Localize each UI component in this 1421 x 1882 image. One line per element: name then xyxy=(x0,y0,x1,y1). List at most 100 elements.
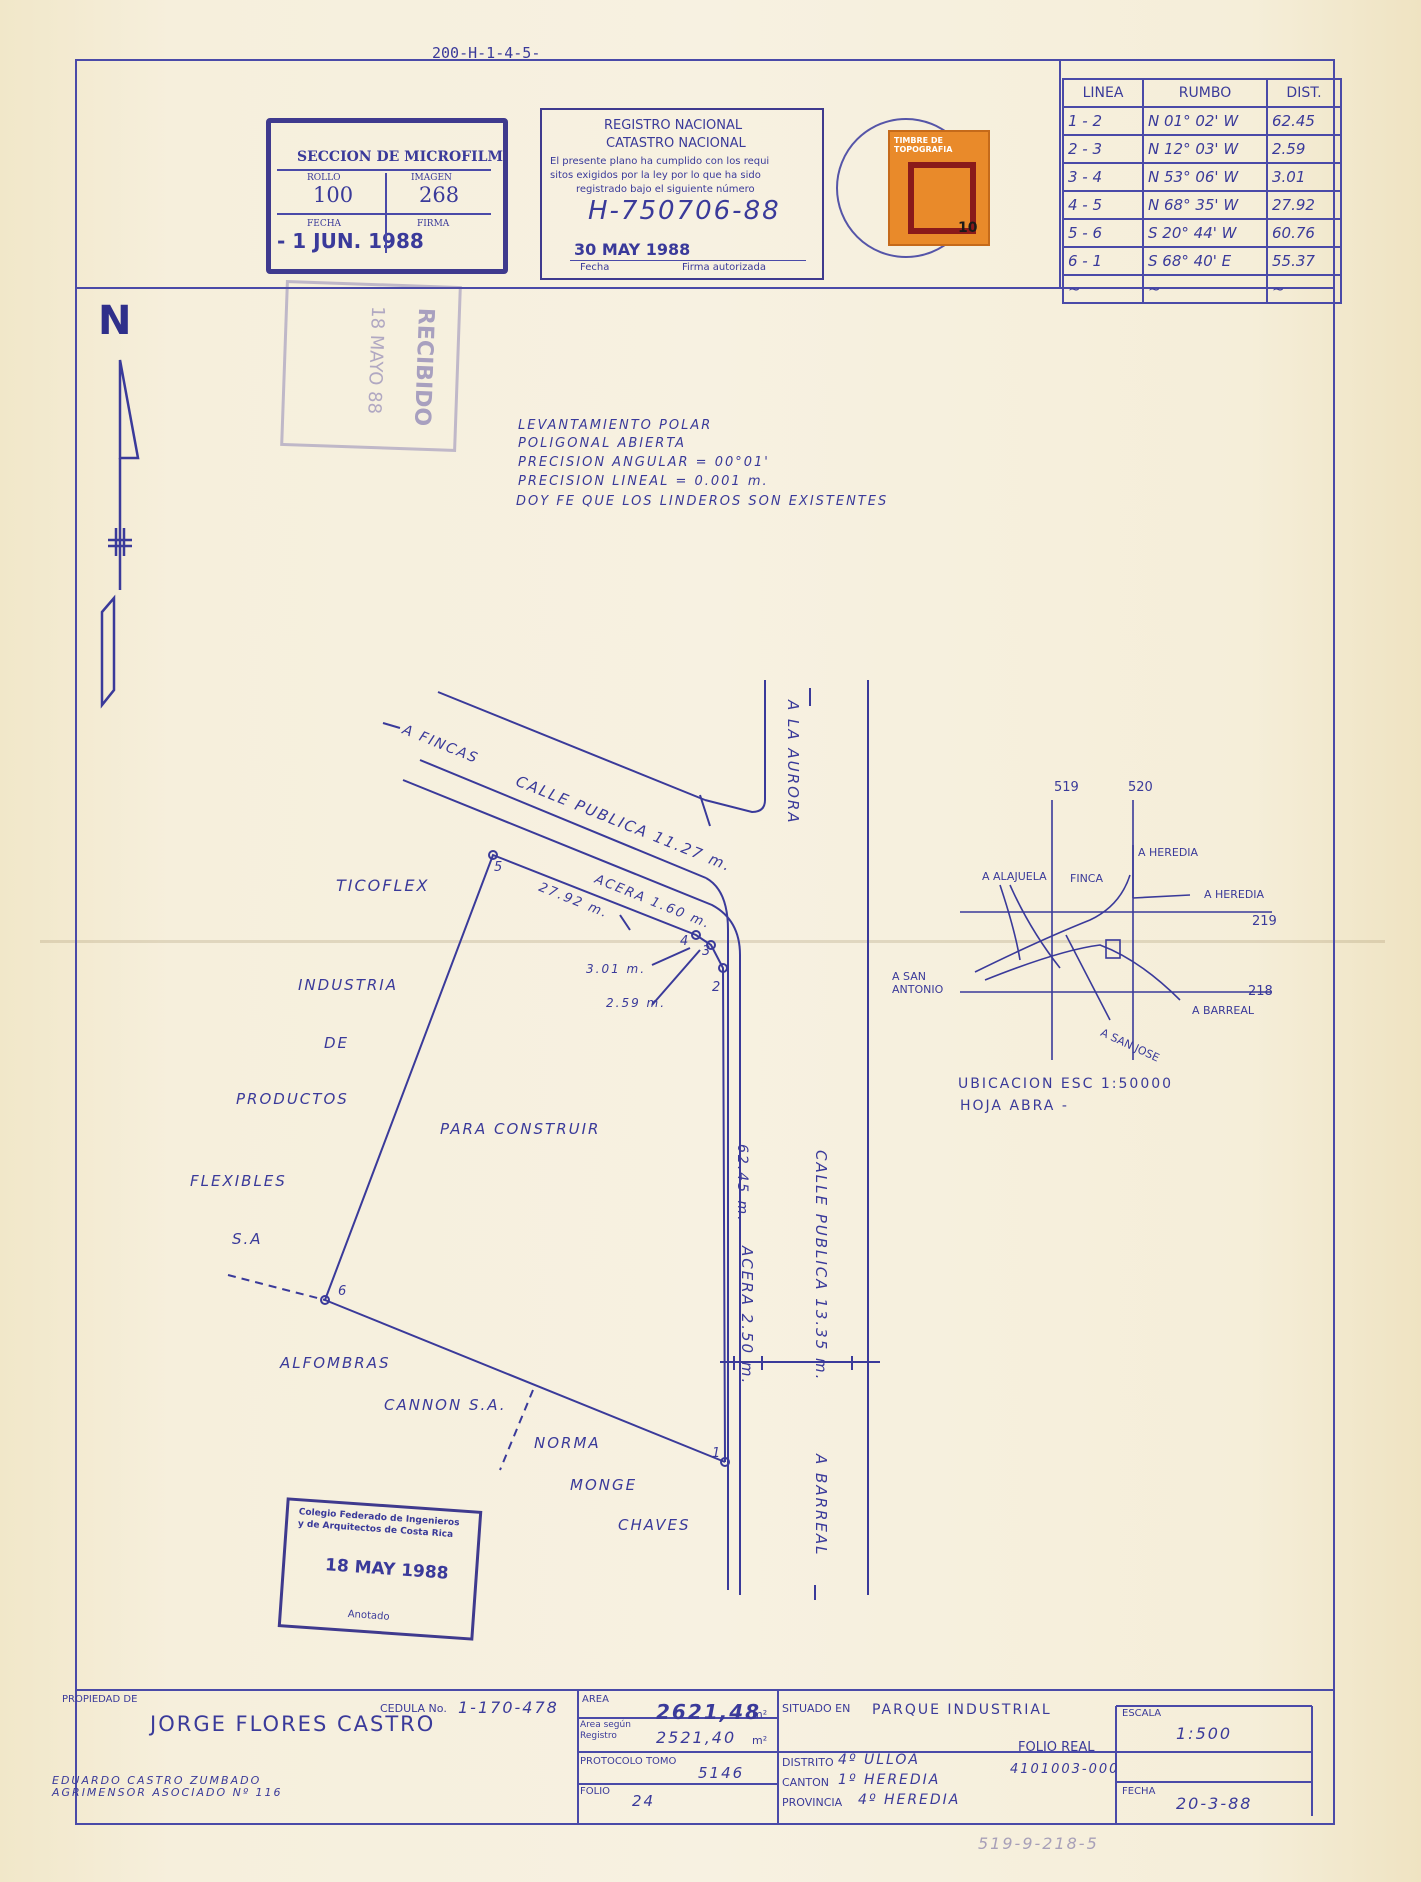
propiedad-label: PROPIEDAD DE xyxy=(62,1694,138,1705)
area-value: 2621,48 xyxy=(656,1700,762,1724)
timbre-stamp: TIMBRE DE TOPOGRAFIA 10 xyxy=(888,130,990,246)
folio-value: 24 xyxy=(632,1792,656,1810)
situado-label: SITUADO EN xyxy=(782,1702,851,1715)
note-line: LEVANTAMIENTO POLAR xyxy=(518,418,713,433)
col-linea: LINEA xyxy=(1062,78,1144,108)
footer-code: 519-9-218-5 xyxy=(978,1834,1099,1853)
label-industria: INDUSTRIA xyxy=(298,976,398,994)
north-letter: N xyxy=(98,298,132,344)
situado-value: PARQUE INDUSTRIAL xyxy=(872,1702,1052,1718)
cedula-label: CEDULA No. xyxy=(380,1702,447,1715)
north-arrow xyxy=(100,359,140,709)
table-row: ~~~ xyxy=(1062,274,1342,304)
label-productos: PRODUCTOS xyxy=(236,1090,349,1108)
provincia-label: PROVINCIA xyxy=(782,1796,843,1809)
registro-line4: sitos exigidos por la ley por lo que ha … xyxy=(550,170,761,181)
map-219: 219 xyxy=(1252,914,1277,929)
note-line: PRECISION ANGULAR = 00°01' xyxy=(518,455,770,470)
col-dist: DIST. xyxy=(1266,78,1342,108)
area-registro-unit: m² xyxy=(752,1734,768,1747)
escala-value: 1:500 xyxy=(1176,1724,1233,1743)
label-chaves: CHAVES xyxy=(618,1516,691,1534)
streets xyxy=(227,680,880,1600)
label-dist-259: 2.59 m. xyxy=(606,996,667,1010)
distrito-label: DISTRITO xyxy=(782,1756,834,1769)
registro-firma-label: Firma autorizada xyxy=(682,262,767,273)
label-a-la-aurora: A LA AURORA xyxy=(784,700,802,825)
map-a-barreal: A BARREAL xyxy=(1192,1004,1254,1017)
registro-line5: registrado bajo el siguiente número xyxy=(576,184,755,195)
surveyor-name: EDUARDO CASTRO ZUMBADO xyxy=(52,1774,262,1787)
cedula-value: 1-170-478 xyxy=(458,1698,559,1717)
microfilm-fecha-label: FECHA xyxy=(307,219,342,229)
label-ticoflex: TICOFLEX xyxy=(336,876,430,895)
rollo-value: 100 xyxy=(313,183,354,207)
location-map xyxy=(960,800,1272,1060)
microfilm-fecha: - 1 JUN. 1988 xyxy=(277,229,424,253)
label-cannon: CANNON S.A. xyxy=(384,1396,507,1414)
label-flexibles: FLEXIBLES xyxy=(190,1172,287,1190)
point-3: 3 xyxy=(702,944,713,959)
label-norma: NORMA xyxy=(534,1434,601,1452)
note-line: POLIGONAL ABIERTA xyxy=(518,436,686,451)
point-5: 5 xyxy=(494,860,505,875)
header-code: 200-H-1-4-5- xyxy=(432,44,541,62)
point-1: 1 xyxy=(712,1446,723,1461)
point-4: 4 xyxy=(680,934,691,949)
folio-real-value: 4101003-000 xyxy=(1010,1762,1120,1777)
folio-label: FOLIO xyxy=(580,1786,611,1797)
map-218: 218 xyxy=(1248,984,1273,999)
canton-value: 1º HEREDIA xyxy=(838,1772,941,1788)
registro-line1: REGISTRO NACIONAL xyxy=(604,118,743,133)
map-caption-scale: UBICACION ESC 1:50000 xyxy=(958,1076,1174,1092)
map-finca: FINCA xyxy=(1070,872,1104,885)
label-para-construir: PARA CONSTRUIR xyxy=(440,1120,601,1138)
fecha-label: FECHA xyxy=(1122,1786,1156,1797)
label-calle-publica-right: CALLE PUBLICA 13.35 m. xyxy=(812,1150,830,1382)
surveyor-title: AGRIMENSOR ASOCIADO Nº 116 xyxy=(52,1786,283,1799)
colegio-stamp: Colegio Federado de Ingenieros y de Arqu… xyxy=(277,1497,483,1641)
area-registro-value: 2521,40 xyxy=(656,1728,737,1747)
registro-date: 30 MAY 1988 xyxy=(574,240,691,259)
owner-name: JORGE FLORES CASTRO xyxy=(150,1712,436,1736)
recibido-text: RECIBIDO xyxy=(408,307,439,427)
imagen-value: 268 xyxy=(419,183,460,207)
protocolo-value: 5146 xyxy=(698,1764,745,1782)
registro-line3: El presente plano ha cumplido con los re… xyxy=(550,156,770,167)
protocolo-label: PROTOCOLO TOMO xyxy=(580,1756,677,1767)
imagen-label: IMAGEN xyxy=(411,173,452,183)
note-line: DOY FE QUE LOS LINDEROS SON EXISTENTES xyxy=(516,494,889,509)
microfilm-firma-label: FIRMA xyxy=(417,219,450,229)
label-dist-6245: 62.45 m. xyxy=(734,1144,750,1223)
label-acera-right: ACERA 2.50 m. xyxy=(738,1246,756,1386)
map-520: 520 xyxy=(1128,780,1153,795)
map-a-san-antonio: A SAN ANTONIO xyxy=(892,970,944,996)
microfilm-stamp: SECCION DE MICROFILM ROLLO 100 IMAGEN 26… xyxy=(266,118,508,274)
registro-fecha-label: Fecha xyxy=(580,262,610,273)
canton-label: CANTON xyxy=(782,1776,830,1789)
folio-real-label: FOLIO REAL xyxy=(1018,1740,1095,1755)
label-alfombras: ALFOMBRAS xyxy=(280,1354,391,1372)
microfilm-title: SECCION DE MICROFILM xyxy=(297,149,504,165)
timbre-value: 10 xyxy=(958,220,978,236)
label-a-barreal: A BARREAL xyxy=(812,1454,830,1557)
registro-stamp: REGISTRO NACIONAL CATASTRO NACIONAL El p… xyxy=(540,108,824,280)
colegio-date: 18 MAY 1988 xyxy=(324,1555,450,1584)
timbre-text: TIMBRE DE TOPOGRAFIA xyxy=(894,136,953,154)
area-registro-label2: Registro xyxy=(580,1731,617,1741)
distrito-value: 4º ULLOA xyxy=(838,1752,920,1768)
col-rumbo: RUMBO xyxy=(1142,78,1268,108)
recibido-date: 18 MAYO 88 xyxy=(363,305,389,415)
label-dist-301: 3.01 m. xyxy=(586,962,647,976)
note-line: PRECISION LINEAL = 0.001 m. xyxy=(518,474,769,489)
label-de: DE xyxy=(324,1034,350,1052)
fecha-value: 20-3-88 xyxy=(1176,1794,1253,1813)
area-label: AREA xyxy=(582,1694,609,1705)
map-caption-hoja: HOJA ABRA - xyxy=(960,1098,1069,1114)
